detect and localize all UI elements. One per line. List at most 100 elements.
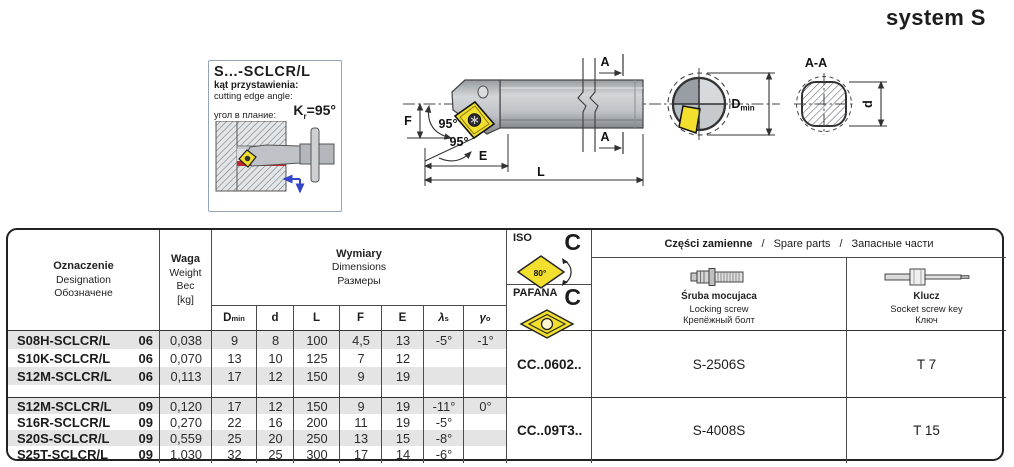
l-value: 250 bbox=[306, 430, 328, 446]
gamma-value bbox=[464, 430, 507, 446]
svg-text:80°: 80° bbox=[534, 268, 547, 278]
dmin-value: 17 bbox=[227, 368, 242, 384]
lambda-value: -8° bbox=[435, 430, 453, 446]
e-value: 14 bbox=[395, 447, 411, 462]
row-stripe bbox=[8, 367, 507, 385]
feed-direction-arrow bbox=[282, 174, 305, 194]
dimensions-header: Wymiary Dimensions Размеры bbox=[212, 230, 507, 306]
workpiece-hatch bbox=[215, 120, 287, 192]
l-value: 100 bbox=[306, 332, 328, 348]
svg-text:A: A bbox=[600, 130, 609, 144]
dimension-d: d bbox=[849, 80, 887, 128]
key-code-cell: T 7 bbox=[847, 331, 1006, 398]
f-value: 4,5 bbox=[352, 332, 370, 348]
section-plane-marks: A A bbox=[599, 54, 624, 154]
dmin-value: 13 bbox=[227, 350, 242, 366]
designation-header: Oznaczenie Designation Обозначене bbox=[8, 230, 160, 331]
l-value: 150 bbox=[306, 368, 328, 384]
angle-label-en: cutting edge angle: bbox=[214, 91, 293, 102]
col-header-f: F bbox=[340, 306, 382, 331]
gamma-value bbox=[464, 446, 507, 463]
e-value: 13 bbox=[395, 332, 411, 348]
lambda-value: -5° bbox=[435, 414, 453, 430]
dmin-value: 32 bbox=[227, 447, 242, 462]
screw-code-cell: S-4008S bbox=[592, 398, 847, 463]
col-header-d: d bbox=[257, 306, 294, 331]
weight-value: 0,559 bbox=[169, 430, 203, 446]
e-value: 12 bbox=[395, 350, 411, 366]
iso-insert-icon: 80° bbox=[516, 254, 572, 289]
weight-header: Waga Weight Вес [kg] bbox=[160, 230, 212, 331]
clamp-pin bbox=[310, 127, 320, 183]
socket-key-icon bbox=[884, 268, 969, 286]
f-value: 9 bbox=[357, 368, 365, 384]
svg-text:Dmin: Dmin bbox=[731, 97, 754, 113]
weight-value: 0,113 bbox=[170, 368, 202, 384]
svg-text:F: F bbox=[404, 114, 412, 128]
f-value: 11 bbox=[354, 414, 368, 430]
front-view bbox=[667, 68, 731, 140]
dimension-l: L bbox=[423, 134, 645, 186]
l-value: 200 bbox=[306, 414, 328, 430]
page-title: system S bbox=[886, 5, 986, 30]
gamma-value bbox=[464, 414, 507, 430]
locking-screw-header: Śruba mocujaca Locking screw Крепёжный б… bbox=[592, 258, 847, 331]
d-value: 16 bbox=[268, 414, 283, 430]
section-a-a: A-A bbox=[794, 56, 854, 135]
lambda-value: -11° bbox=[432, 398, 456, 414]
row-stripe bbox=[8, 430, 507, 446]
weight-value: 0,070 bbox=[169, 350, 203, 366]
d-value: 20 bbox=[268, 430, 283, 446]
col-header-e: E bbox=[382, 306, 424, 331]
d-value: 10 bbox=[268, 350, 283, 366]
tool-application-drawing bbox=[215, 120, 335, 194]
d-value: 12 bbox=[268, 398, 283, 414]
locking-screw-icon bbox=[690, 268, 744, 287]
insert-screw-icon bbox=[244, 155, 251, 162]
socket-key-header: Klucz Socket screw key Ключ bbox=[847, 258, 1006, 331]
boring-bar-drawing: A A F 95° 95° E L bbox=[403, 54, 887, 186]
break-line bbox=[577, 58, 587, 152]
insert-code-cell: CC..0602.. bbox=[507, 331, 592, 398]
e-value: 19 bbox=[395, 398, 411, 414]
head-hole bbox=[477, 85, 489, 99]
tool-head bbox=[243, 144, 301, 167]
l-value: 300 bbox=[306, 447, 328, 462]
svg-text:95°: 95° bbox=[450, 135, 469, 149]
svg-text:E: E bbox=[479, 149, 487, 163]
row-stripe bbox=[8, 331, 507, 349]
tool-family-title: S...-SCLCR/L bbox=[214, 64, 311, 80]
dmin-value: 17 bbox=[227, 398, 242, 414]
spec-table: Oznaczenie Designation Обозначене Waga W… bbox=[6, 228, 1006, 463]
cutting-edge-angle-value: Kr=95° bbox=[293, 101, 336, 121]
weight-value: 1,030 bbox=[169, 447, 203, 462]
svg-text:L: L bbox=[537, 165, 545, 179]
svg-text:A: A bbox=[600, 55, 609, 69]
pafana-insert-icon bbox=[519, 308, 575, 339]
pafana-grade: C bbox=[564, 284, 581, 310]
angle-label-ru: угол в плание: bbox=[214, 110, 277, 121]
e-value: 19 bbox=[395, 414, 411, 430]
group-separator bbox=[8, 385, 507, 398]
spare-parts-title: Części zamienne / Spare parts / Запасные… bbox=[592, 230, 1006, 258]
gamma-value: -1° bbox=[477, 332, 494, 348]
e-value: 19 bbox=[395, 368, 411, 384]
dmin-value: 25 bbox=[227, 430, 242, 446]
gamma-value bbox=[464, 349, 507, 367]
weight-value: 0,120 bbox=[169, 398, 203, 414]
break-line bbox=[589, 58, 599, 152]
svg-text:d: d bbox=[861, 100, 875, 108]
col-header-l: L bbox=[294, 306, 340, 331]
d-value: 12 bbox=[268, 368, 283, 384]
angle-95-top: 95° bbox=[424, 104, 457, 140]
dmin-value: 9 bbox=[230, 332, 239, 348]
